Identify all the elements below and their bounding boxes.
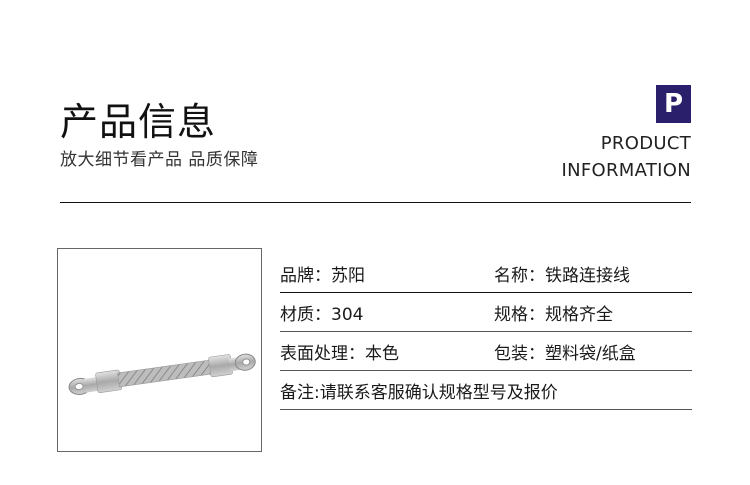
english-heading-line2: INFORMATION xyxy=(561,160,691,181)
spec-value: 304 xyxy=(331,304,364,325)
spec-note: 备注:请联系客服确认规格型号及报价 xyxy=(280,382,558,403)
spec-cell-size: 规格：规格齐全 xyxy=(494,300,692,325)
spec-label: 品牌： xyxy=(280,266,331,286)
braided-cable-image xyxy=(68,353,256,395)
spec-table: 品牌：苏阳 名称：铁路连接线 材质：304 规格：规格齐全 表面处理：本色 包装… xyxy=(280,255,692,410)
spec-label: 材质： xyxy=(280,304,331,325)
spec-value: 规格齐全 xyxy=(545,304,613,325)
spec-row: 材质：304 规格：规格齐全 xyxy=(280,293,692,332)
header-divider xyxy=(60,202,691,203)
english-heading-line1: PRODUCT xyxy=(600,133,691,154)
page-subtitle: 放大细节看产品 品质保障 xyxy=(60,150,259,170)
spec-value: 苏阳 xyxy=(331,266,365,286)
english-heading: PRODUCT INFORMATION xyxy=(562,130,692,184)
spec-row-note: 备注:请联系客服确认规格型号及报价 xyxy=(280,371,692,410)
spec-label: 规格： xyxy=(494,304,545,325)
spec-row: 品牌：苏阳 名称：铁路连接线 xyxy=(280,255,692,293)
spec-cell-packaging: 包装：塑料袋/纸盒 xyxy=(494,339,692,364)
spec-cell-finish: 表面处理：本色 xyxy=(280,339,494,364)
spec-label: 名称： xyxy=(494,266,545,286)
spec-row: 表面处理：本色 包装：塑料袋/纸盒 xyxy=(280,332,692,371)
spec-label: 包装： xyxy=(494,343,545,364)
page-title: 产品信息 xyxy=(60,100,217,144)
spec-label: 表面处理： xyxy=(280,343,365,364)
spec-value: 塑料袋/纸盒 xyxy=(545,343,636,364)
spec-cell-material: 材质：304 xyxy=(280,300,494,325)
p-logo-icon: P xyxy=(656,85,691,123)
product-photo xyxy=(57,248,262,452)
spec-value: 铁路连接线 xyxy=(545,266,630,286)
badge-letter: P xyxy=(663,89,684,119)
spec-value: 本色 xyxy=(365,343,399,364)
spec-cell-brand: 品牌：苏阳 xyxy=(280,261,494,286)
spec-cell-name: 名称：铁路连接线 xyxy=(494,261,692,286)
